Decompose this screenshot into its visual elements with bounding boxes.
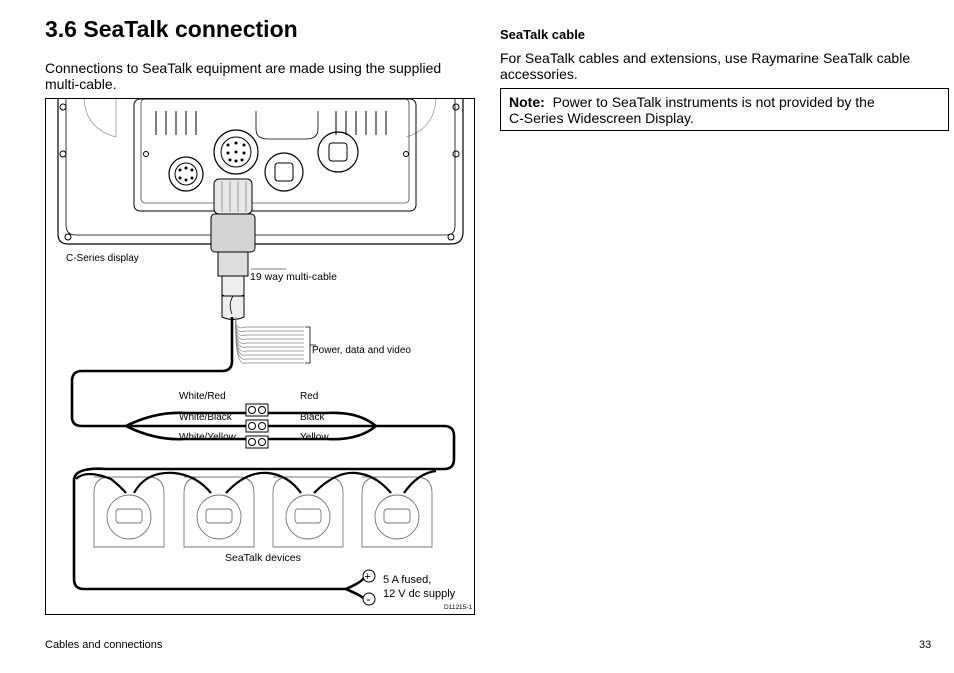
connector-pins — [178, 141, 246, 182]
seatalk-cable — [70, 317, 456, 600]
seatalk-device-3 — [272, 476, 344, 548]
devices-label: SeaTalk devices — [225, 552, 301, 564]
cable-text-line-2: accessories. — [500, 66, 578, 82]
note-line-2: C-Series Widescreen Display. — [509, 110, 694, 126]
intro-paragraph: Connections to SeaTalk equipment are mad… — [45, 60, 441, 92]
note-line-1: Power to SeaTalk instruments is not prov… — [552, 94, 875, 110]
left-wire-label-2: White/Black — [179, 412, 233, 423]
c-series-display — [57, 98, 464, 245]
multi-cable-plug — [210, 178, 256, 320]
figure-id: D11215-1 — [444, 604, 472, 611]
bundle-label: Power, data and video — [312, 345, 411, 356]
page-number: 33 — [919, 639, 932, 651]
note-label: Note: — [509, 94, 545, 110]
seatalk-cable-heading: SeaTalk cable — [500, 27, 586, 42]
wire-bundle — [235, 316, 304, 364]
terminal-block — [245, 403, 269, 449]
section-title: 3.6 SeaTalk connection — [45, 16, 298, 42]
seatalk-cable-paragraph: For SeaTalk cables and extensions, use R… — [500, 50, 910, 82]
power-supply-terminals — [362, 569, 376, 606]
wiring-diagram: C-Series display 19 way multi-cable Powe… — [57, 98, 472, 611]
note-box: Note: Power to SeaTalk instruments is no… — [500, 88, 949, 131]
footer-section-name: Cables and connections — [45, 639, 163, 651]
plus-symbol: + — [365, 571, 371, 583]
right-wire-label-2: Black — [300, 412, 325, 423]
cable-text-line-1: For SeaTalk cables and extensions, use R… — [500, 50, 911, 66]
right-wire-label-3: Yellow — [300, 432, 329, 443]
bundle-bracket — [305, 326, 316, 364]
seatalk-devices — [75, 469, 437, 548]
intro-line-2: multi-cable. — [45, 76, 117, 92]
left-wire-label-3: White/Yellow — [179, 432, 237, 443]
display-label: C-Series display — [66, 253, 139, 264]
supply-label-line-1: 5 A fused, — [383, 574, 431, 586]
wiring-figure: C-Series display 19 way multi-cable Powe… — [45, 98, 475, 615]
right-wire-label-1: Red — [300, 391, 318, 402]
seatalk-device-1 — [93, 476, 165, 548]
left-wire-label-1: White/Red — [179, 391, 226, 402]
cable-label: 19 way multi-cable — [250, 271, 337, 283]
minus-symbol: - — [367, 592, 371, 606]
plus-terminal — [362, 569, 376, 583]
seatalk-device-2 — [183, 476, 255, 548]
seatalk-device-4 — [361, 476, 433, 548]
intro-line-1: Connections to SeaTalk equipment are mad… — [45, 60, 442, 76]
supply-label-line-2: 12 V dc supply — [383, 588, 456, 600]
minus-terminal — [362, 592, 376, 606]
